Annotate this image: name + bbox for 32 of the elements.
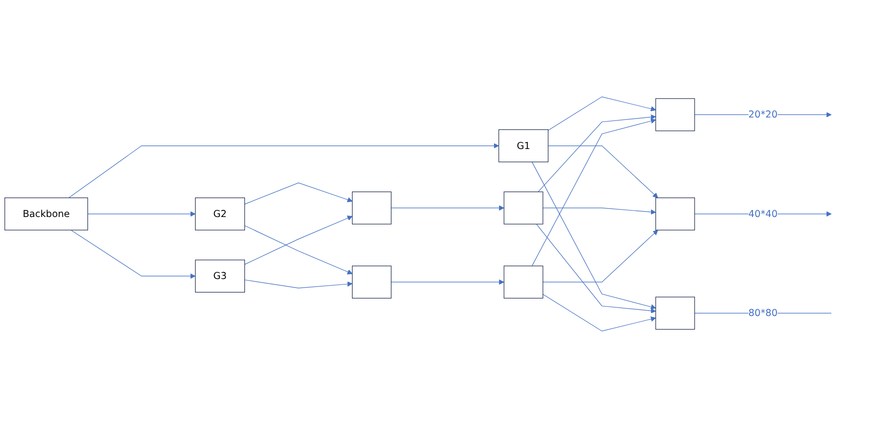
arrow bbox=[536, 223, 656, 313]
node-box bbox=[655, 296, 695, 330]
arrow bbox=[542, 294, 656, 331]
arrow bbox=[87, 210, 196, 216]
edge-label: 40*40 bbox=[748, 208, 778, 219]
edge-label: 20*20 bbox=[748, 108, 778, 120]
arrow bbox=[390, 279, 504, 284]
arrow bbox=[244, 224, 353, 274]
arrow bbox=[68, 142, 500, 198]
arrow bbox=[542, 207, 656, 214]
arrow bbox=[532, 118, 656, 266]
node-box bbox=[504, 191, 544, 224]
arrow bbox=[532, 161, 656, 309]
arrow bbox=[70, 229, 196, 278]
node-box: G2 bbox=[195, 197, 245, 230]
node-box: G1 bbox=[498, 128, 548, 162]
arrow bbox=[548, 145, 658, 198]
node-box: G3 bbox=[195, 259, 245, 292]
node-box bbox=[655, 197, 695, 230]
arrow bbox=[390, 204, 504, 210]
arrow bbox=[244, 279, 353, 288]
edge-label: 80*80 bbox=[748, 306, 778, 318]
arrow bbox=[542, 229, 658, 282]
arrow bbox=[244, 215, 353, 264]
node-box bbox=[504, 265, 544, 298]
node-box bbox=[352, 265, 392, 298]
node-box: Backbone bbox=[4, 197, 88, 230]
node-box bbox=[352, 191, 392, 224]
arrow bbox=[538, 114, 656, 192]
arrow bbox=[244, 182, 353, 204]
arrow bbox=[548, 96, 656, 130]
node-box bbox=[655, 98, 695, 131]
